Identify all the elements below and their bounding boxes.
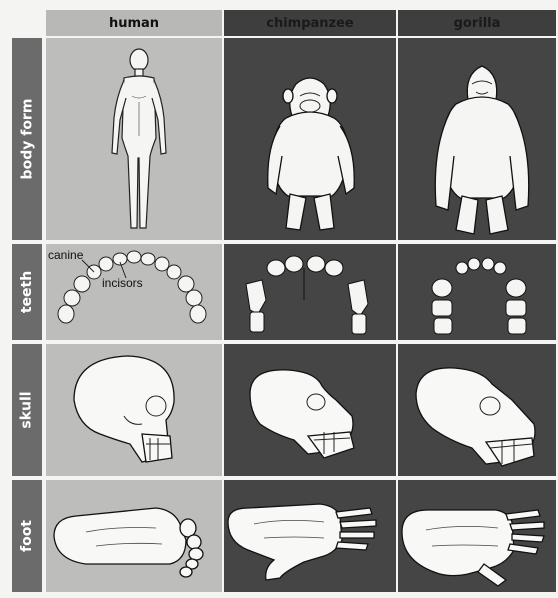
chimpanzee-body-cell (224, 38, 396, 240)
row-header-teeth: teeth (12, 244, 42, 340)
gorilla-teeth-figure (398, 244, 556, 340)
human-skull-cell (46, 344, 222, 476)
chimpanzee-teeth-figure (224, 244, 396, 340)
column-header-chimpanzee: chimpanzee (224, 10, 396, 36)
chimpanzee-foot-figure (224, 480, 396, 592)
gorilla-teeth-cell (398, 244, 556, 340)
column-header-human: human (46, 10, 222, 36)
gorilla-skull-cell (398, 344, 556, 476)
canine-label: canine (48, 248, 83, 262)
row-header-skull: skull (12, 344, 42, 476)
gorilla-body-figure (398, 38, 556, 240)
chimpanzee-teeth-cell (224, 244, 396, 340)
human-body-figure (46, 38, 222, 240)
row-label-foot: foot (19, 520, 35, 552)
chimpanzee-skull-cell (224, 344, 396, 476)
gorilla-skull-figure (398, 344, 556, 476)
incisors-label: incisors (102, 276, 143, 290)
human-skull-figure (46, 344, 222, 476)
row-label-body-form: body form (19, 99, 35, 180)
row-label-teeth: teeth (19, 271, 35, 313)
column-header-gorilla: gorilla (398, 10, 556, 36)
gorilla-foot-cell (398, 480, 556, 592)
human-body-cell (46, 38, 222, 240)
row-label-skull: skull (19, 391, 35, 428)
chimpanzee-body-figure (224, 38, 396, 240)
gorilla-foot-figure (398, 480, 556, 592)
chimpanzee-foot-cell (224, 480, 396, 592)
chimpanzee-skull-figure (224, 344, 396, 476)
human-foot-cell (46, 480, 222, 592)
row-header-body-form: body form (12, 38, 42, 240)
row-header-foot: foot (12, 480, 42, 592)
human-teeth-cell: canine incisors (46, 244, 222, 340)
human-foot-figure (46, 480, 222, 592)
gorilla-body-cell (398, 38, 556, 240)
